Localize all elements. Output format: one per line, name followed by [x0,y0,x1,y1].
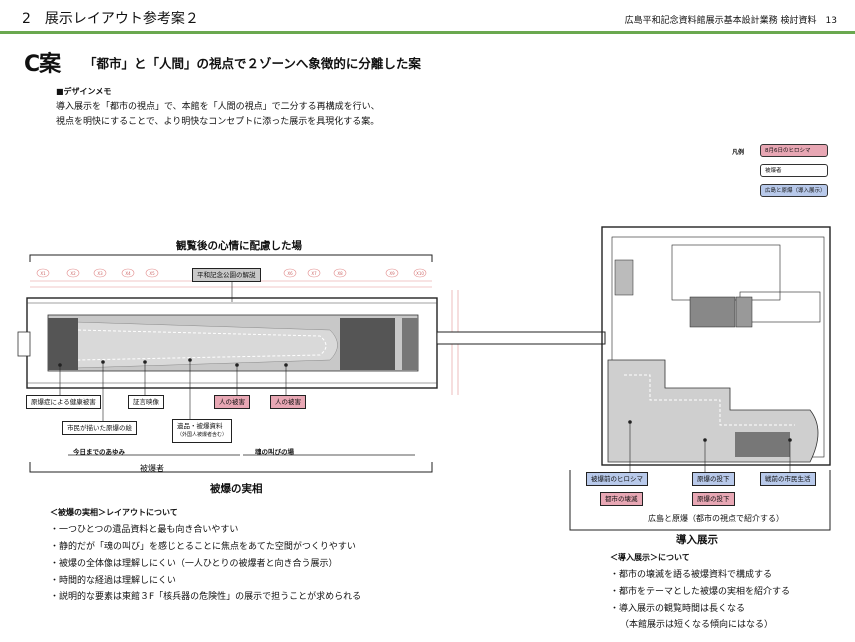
grid-label: X8 [337,271,343,276]
grid-label: X4 [125,271,131,276]
main-note-item: ・静的だが「魂の叫び」を感じとることに焦点をあてた空間がつくりやすい [50,542,356,552]
label-human-damage-1: 人の被害 [214,395,250,409]
label-pre-bombing-hiroshima: 被爆前のヒロシマ [586,472,648,486]
grid-label: X7 [311,271,317,276]
memo-line: 導入展示を「都市の視点」で、本館を「人間の視点」で二分する再構成を行い、 [56,102,380,112]
main-hall-hatch [27,302,437,384]
stair-block-left [48,318,78,370]
label-prewar-life: 戦前の市民生活 [760,472,816,486]
east-sub-caption: 広島と原爆（都市の視点で紹介する） [648,514,784,523]
timeline-right-label: 魂の叫びの場 [255,448,294,456]
label-human-damage-2: 人の被害 [270,395,306,409]
east-hall [601,226,831,466]
memo-heading: ■デザインメモ [56,87,112,96]
memo-line: 視点を明快にすることで、より明快なコンセプトに添った展示を具現化する案。 [56,117,380,127]
stair-block-right [340,318,395,370]
label-testimony: 証言映像 [128,395,164,409]
east-note-item: ・都市をテーマとした被爆の実相を紹介する [610,587,791,597]
right-core [402,318,418,370]
label-citizen-drawings: 市民が描いた原爆の絵 [62,421,137,435]
legend-item-hibakusha: 被爆者 [760,164,828,177]
main-note-item: ・被爆の全体像は理解しにくい（一人ひとりの被爆者と向き合う展示） [50,559,338,569]
east-notes-heading: ＜導入展示＞について [610,553,690,562]
top-bracket [29,254,433,262]
plan-label: C案 [24,52,61,77]
main-note-item: ・時間的な経過は理解しにくい [50,576,176,586]
legend-item-hiroshima: 8月6日のヒロシマ [760,144,828,157]
caption-intro-exhibit: 導入展示 [676,534,718,546]
east-note-item: ・導入展示の観覧時間は長くなる [610,604,746,614]
grid-label: X10 [416,271,424,276]
entrance-left [17,331,31,357]
grid-label: X2 [70,271,76,276]
east-route [624,374,795,426]
page-header-right: 広島平和記念資料館展示基本設計業務 検討資料 13 [624,16,837,26]
label-bombing-1: 原爆の投下 [692,472,735,486]
label-radiation-damage: 原爆症による健康被害 [26,395,101,409]
label-park-explanation: 平和記念公園の解説 [192,268,261,282]
grid-label: X3 [97,271,103,276]
grid-label: X9 [389,271,395,276]
leader-lines [58,282,792,472]
label-artifacts-sub: （外国人被爆者含む） [177,432,228,438]
legend-item-intro: 広島と原爆（導入展示） [760,184,828,197]
label-city-destruction: 都市の壊滅 [600,492,643,506]
timeline-brackets [29,454,831,531]
east-note-item: （本館展示は短くなる傾向にはなる） [620,620,774,630]
caption-after-viewing: 観覧後の心情に配慮した場 [176,240,302,252]
main-note-item: ・説明的な要素は東館３F「核兵器の危険性」の展示で担うことが求められる [50,592,362,602]
page-header-title: 2 展示レイアウト参考案２ [22,11,199,27]
timeline-left-label: 今日までのあゆみ [73,448,125,456]
grid-label: X6 [287,271,293,276]
hibakusha-label: 被爆者 [140,464,164,473]
caption-reality-of-bombing: 被爆の実相 [210,483,263,495]
exhibit-zone [67,321,338,369]
east-stair [735,432,790,457]
header-divider [0,31,855,34]
grid-label: X1 [40,271,46,276]
main-notes-heading: ＜被爆の実相＞レイアウトについて [50,508,178,517]
plan-title: 「都市」と「人間」の視点で２ゾーンへ象徴的に分離した案 [84,56,421,71]
label-artifacts-main: 遺品・被爆資料 [177,422,223,430]
label-artifacts: 遺品・被爆資料 （外国人被爆者含む） [172,419,233,443]
grid-label: X5 [149,271,155,276]
east-note-item: ・都市の壊滅を語る被爆資料で構成する [610,570,773,580]
label-bombing-2: 原爆の投下 [692,492,735,506]
legend-key: 凡例 [732,149,745,156]
visitor-route [77,329,327,361]
connecting-corridor [436,331,606,345]
main-note-item: ・一つひとつの遺品資料と最も向き合いやすい [50,525,239,535]
